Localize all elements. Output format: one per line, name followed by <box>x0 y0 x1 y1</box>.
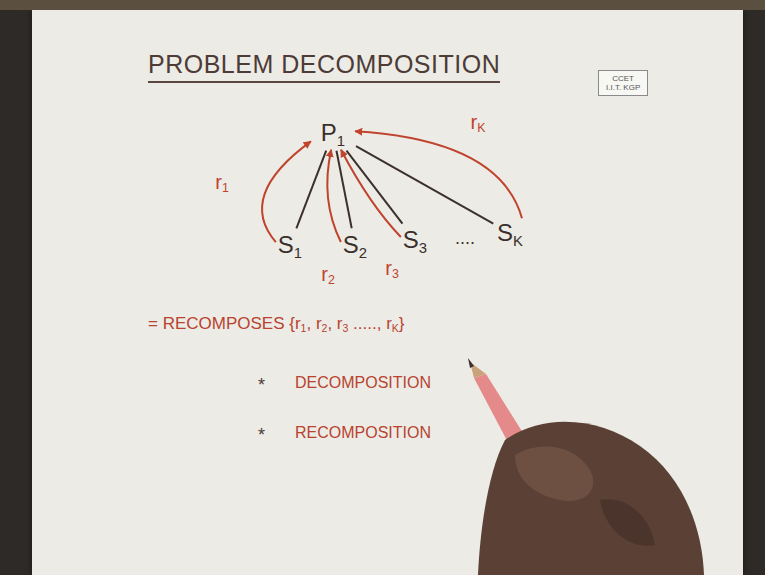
subscript: K <box>392 322 399 334</box>
node-text: S1 <box>278 231 302 259</box>
ellipsis-text: .... <box>455 228 475 249</box>
edge-label: r2 <box>320 263 336 286</box>
tree-branch <box>336 151 351 228</box>
return-arrow <box>341 150 401 237</box>
return-arrow <box>327 150 341 242</box>
tree-branch <box>346 151 402 224</box>
node-text: S3 <box>403 226 427 254</box>
title-heading: PROBLEM DECOMPOSITION <box>148 50 500 83</box>
edge-label: r3 <box>384 257 400 280</box>
subscript: 2 <box>322 322 328 334</box>
node-text: CCET <box>606 74 640 83</box>
tree-branch <box>356 146 493 224</box>
subscript: 3 <box>343 322 349 334</box>
recompose-statement: = RECOMPOSES {r1, r2, r3 ....., rK} <box>148 314 405 334</box>
subproblem-node: S2 <box>341 230 369 260</box>
subproblem-node: SK <box>495 218 525 248</box>
problem-node: P1 <box>311 116 355 150</box>
subscript: 2 <box>328 273 335 287</box>
subscript: 1 <box>294 245 302 261</box>
node-text: SK <box>497 219 523 247</box>
subscript: K <box>513 233 523 249</box>
subscript: 2 <box>359 245 367 261</box>
node-text: P1 <box>321 119 345 147</box>
subscript: 1 <box>301 322 307 334</box>
hand-knuckle <box>600 499 655 546</box>
return-arrow <box>355 131 522 218</box>
bullet-text: RECOMPOSITION <box>295 424 431 442</box>
subproblem-node: S3 <box>401 225 429 255</box>
edge-label: r1 <box>214 171 230 194</box>
edge-label: rK <box>470 111 487 134</box>
tree-branch <box>296 151 326 229</box>
hand-finger <box>515 447 593 501</box>
hand-shape <box>478 422 704 575</box>
subscript: 1 <box>337 133 345 149</box>
bullet-mark: * <box>258 425 265 446</box>
node-text: S2 <box>343 231 367 259</box>
subscript: K <box>477 121 485 135</box>
bullet-mark: * <box>258 375 265 396</box>
bullet-text: DECOMPOSITION <box>295 374 431 392</box>
subscript: 1 <box>222 181 229 195</box>
pencil-tip <box>468 358 474 368</box>
subproblem-node: S1 <box>276 230 304 260</box>
subscript: 3 <box>419 240 427 256</box>
logo-box: CCETI.I.T. KGP <box>598 70 648 96</box>
return-arrow <box>262 141 311 242</box>
subscript: 3 <box>392 267 399 281</box>
node-text: I.I.T. KGP <box>606 83 640 92</box>
frame-band <box>0 0 765 10</box>
